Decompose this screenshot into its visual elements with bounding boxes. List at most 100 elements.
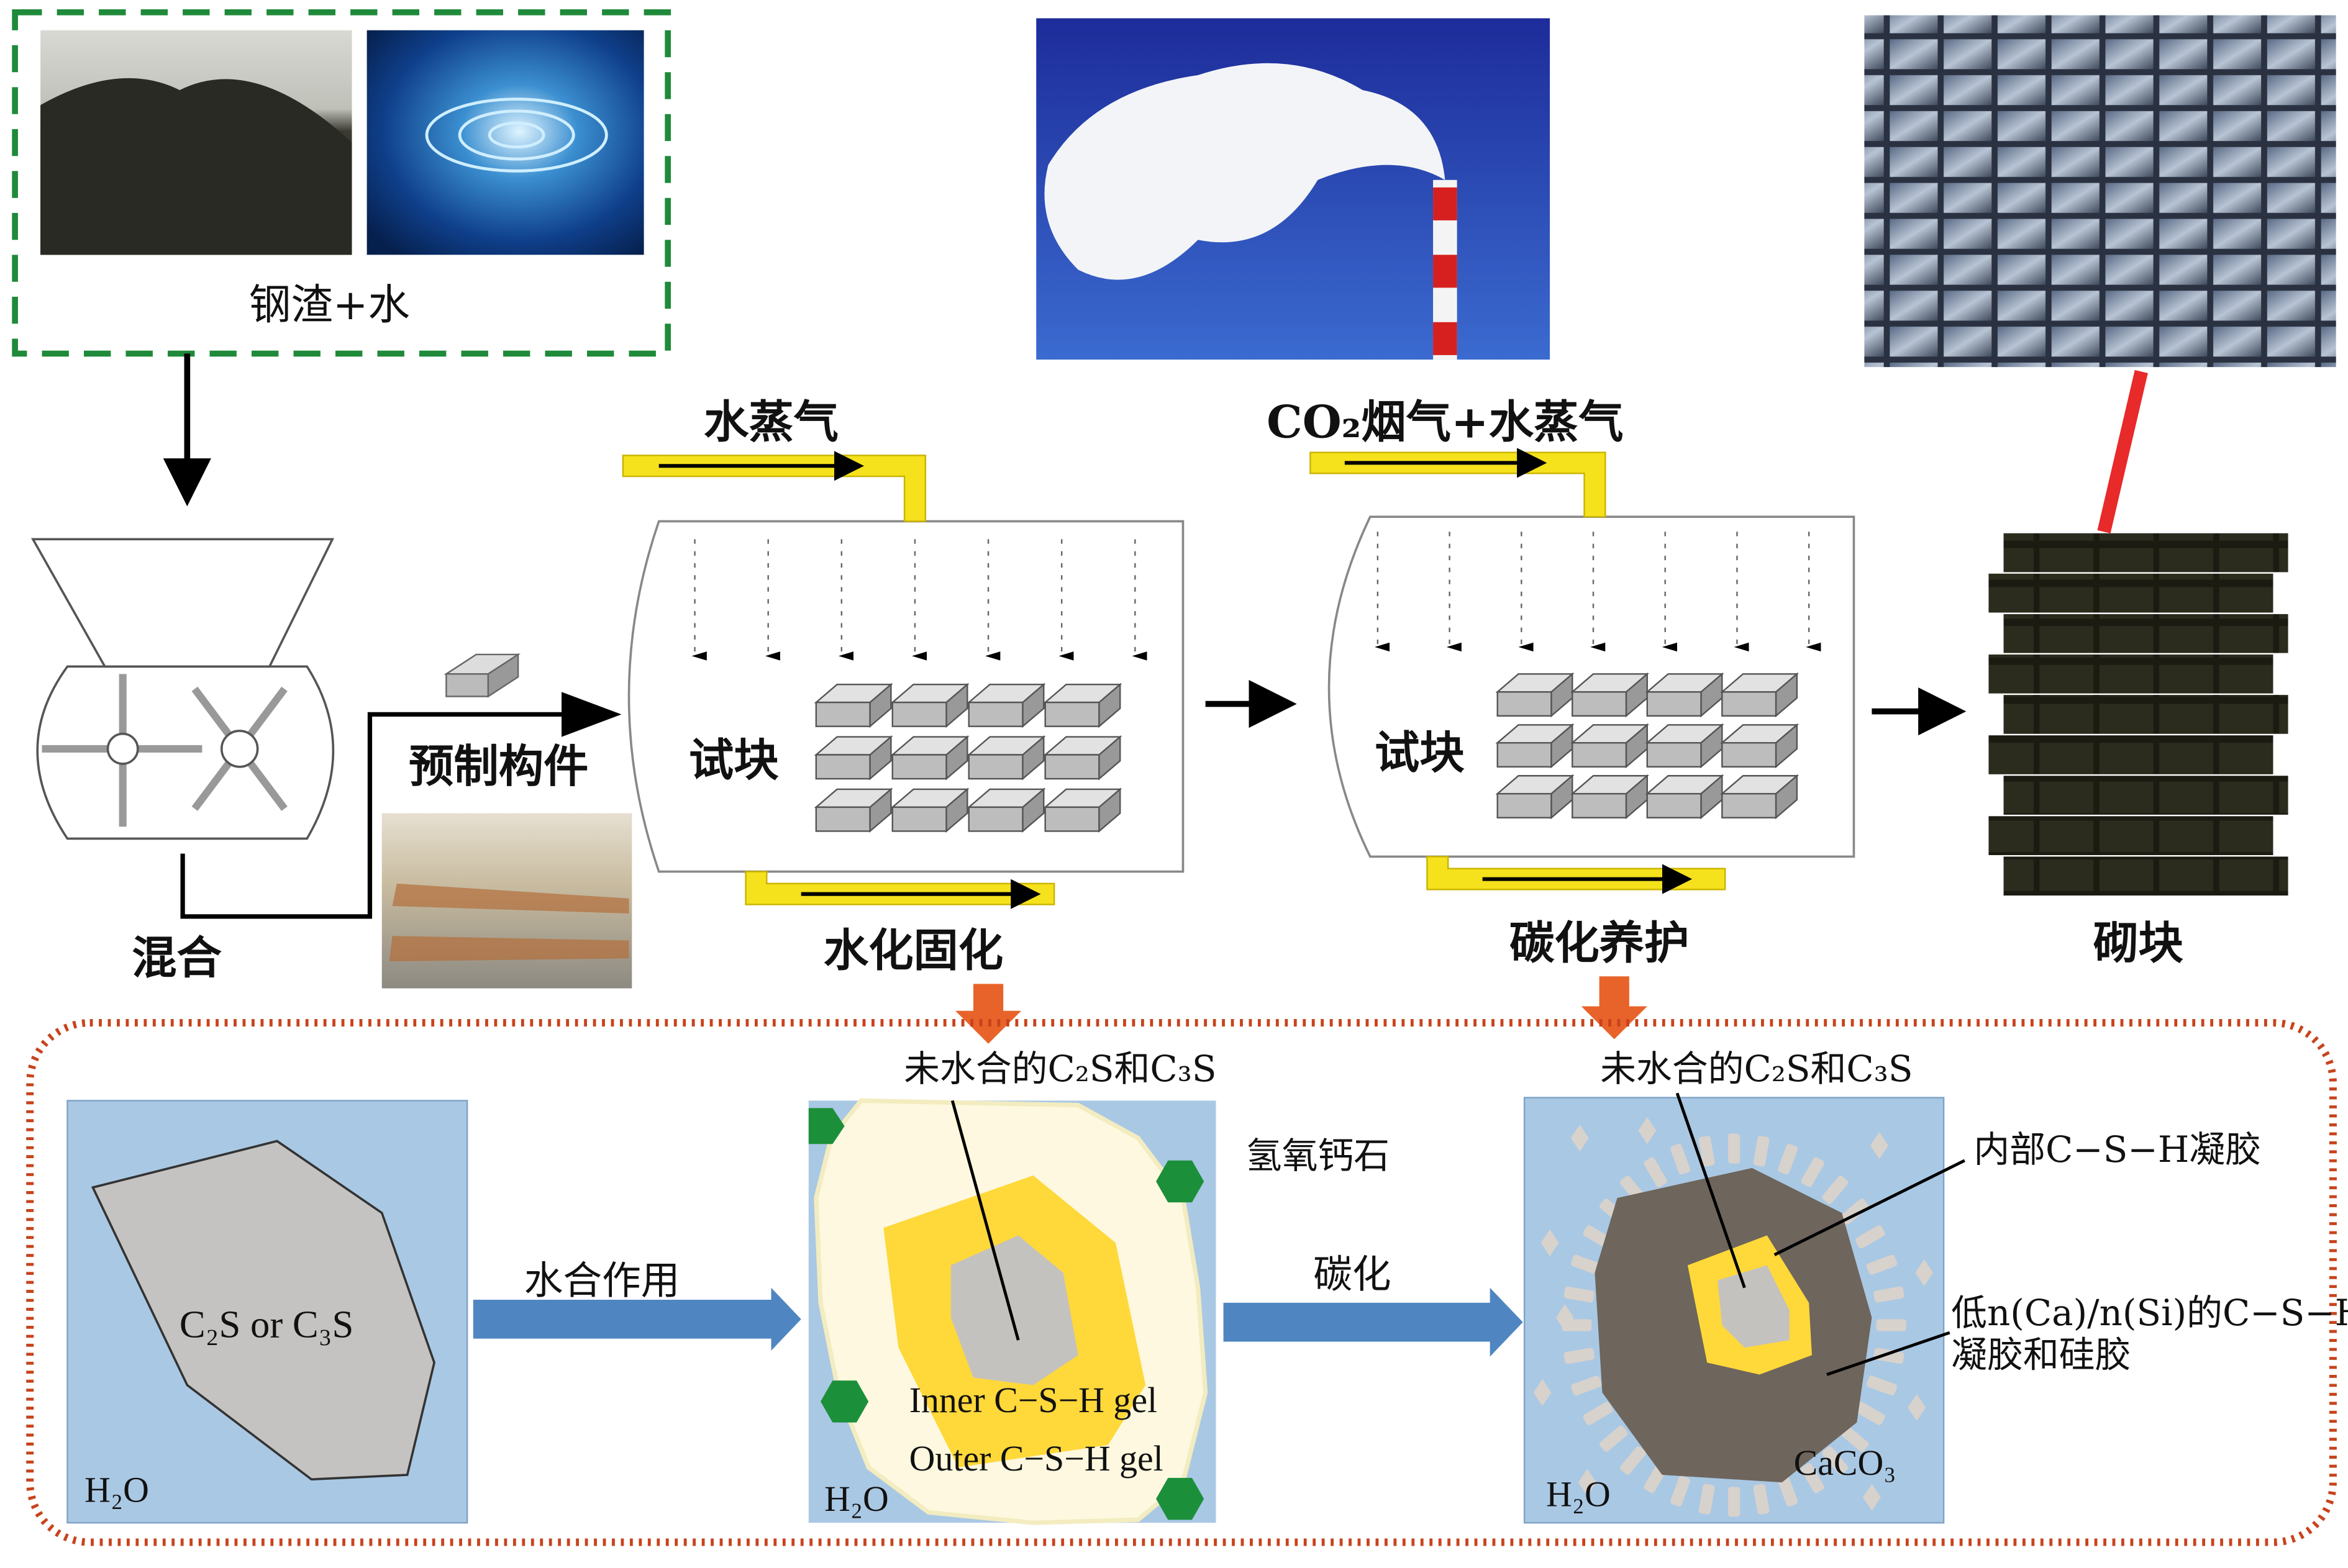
mechanism-dotted-box <box>26 1018 2337 1546</box>
water-label-3: H₂O <box>1546 1474 1611 1515</box>
mix-flow-line <box>180 712 599 919</box>
test-block <box>1495 723 1575 769</box>
test-block <box>967 735 1046 781</box>
test-block <box>1720 774 1800 820</box>
unhydrated-label-1: 未水合的C₂S和C₃S <box>904 1048 1216 1090</box>
brick-row <box>2003 776 2288 815</box>
brick-row <box>1988 573 2273 613</box>
test-block <box>967 682 1046 728</box>
caco3-crystal <box>1862 1484 1881 1511</box>
test-block-label-2: 试块 <box>1375 727 1465 779</box>
caco3-crystal <box>1822 1176 1849 1204</box>
chimney-icon <box>1433 179 1457 360</box>
brick-row <box>2003 695 2288 734</box>
caco3-crystal <box>1753 1136 1770 1167</box>
carbonation-chamber <box>1309 448 1855 894</box>
unhydrated-core-2 <box>1718 1265 1790 1348</box>
brick-row <box>2003 533 2288 573</box>
raw-materials-dashed-box <box>12 9 671 357</box>
mix-label: 混合 <box>132 931 222 984</box>
test-block <box>1570 723 1650 769</box>
test-block <box>1645 723 1724 769</box>
caco3-crystal <box>1698 1484 1715 1515</box>
test-block <box>1570 774 1650 820</box>
inner-gel-label: Inner C−S−H gel <box>909 1380 1157 1420</box>
product-label: 砌块 <box>2093 917 2183 969</box>
caco3-crystal <box>1801 1463 1824 1493</box>
caco3-crystal <box>1870 1131 1888 1159</box>
caco3-label: CaCO₃ <box>1794 1443 1896 1483</box>
test-block <box>814 735 893 781</box>
caco3-crystal <box>1840 1425 1869 1452</box>
mixer-icon <box>30 538 335 840</box>
test-block <box>814 682 893 728</box>
caco3-crystal <box>1873 1286 1904 1303</box>
red-connector-line <box>2097 369 2148 533</box>
test-block <box>1720 723 1800 769</box>
water-label-2: H₂O <box>824 1479 889 1519</box>
hydration-arrow <box>473 1287 801 1351</box>
caco3-crystal <box>1727 1487 1741 1517</box>
caco3-crystal <box>1855 1402 1885 1425</box>
test-block <box>1645 672 1724 718</box>
caco3-crystals <box>1533 1117 1934 1517</box>
core-pointer-line-1 <box>950 1100 1020 1341</box>
portlandite-label: 氢氧钙石 <box>1246 1135 1390 1177</box>
hydration-label: 水化固化 <box>824 924 1003 977</box>
caco3-crystal <box>1570 1124 1589 1152</box>
mineral-label: C₂S or C₃S <box>180 1302 354 1346</box>
caco3-crystal <box>1619 1446 1646 1475</box>
paving-photo <box>1864 15 2336 368</box>
water-photo <box>366 30 644 255</box>
test-block <box>1043 735 1122 781</box>
mineral-grain <box>91 1140 435 1481</box>
caco3-crystal <box>1599 1425 1628 1452</box>
test-block <box>967 787 1046 833</box>
hydration-chamber <box>622 451 1185 909</box>
orange-down-arrow-2 <box>1581 976 1647 1040</box>
brick-wall-icon <box>1988 533 2288 896</box>
carbonation-arrow <box>1223 1287 1523 1357</box>
inner-csh-label: 内部C−S−H凝胶 <box>1973 1128 2261 1171</box>
low-ratio-pointer <box>1826 1331 1950 1376</box>
portlandite-hexagons <box>808 1108 1204 1520</box>
slag-pile-shape <box>40 78 352 255</box>
flow-arrowhead <box>562 692 622 737</box>
caco3-crystal <box>1908 1394 1926 1421</box>
precast-block-icon <box>444 653 521 698</box>
core-pointer-line-2 <box>1675 1092 1746 1289</box>
test-block <box>1570 672 1650 718</box>
low-ratio-label-line1: 低n(Ca)/n(Si)的C−S−H <box>1951 1292 2348 1334</box>
molds-shape <box>389 883 629 962</box>
carbonation-label: 碳化养护 <box>1509 917 1689 969</box>
caco3-crystal <box>1563 1348 1595 1364</box>
test-block <box>814 787 893 833</box>
caco3-crystal <box>1727 1133 1741 1164</box>
caco3-crystal <box>1822 1446 1849 1475</box>
brick-row <box>1988 816 2273 856</box>
test-block <box>1495 672 1575 718</box>
test-block <box>1043 682 1122 728</box>
caco3-crystal <box>1866 1375 1898 1396</box>
caco3-crystal <box>1778 1144 1798 1175</box>
brick-row <box>2003 856 2288 896</box>
caco3-crystal <box>1855 1225 1885 1249</box>
caco3-crystal <box>1571 1375 1602 1396</box>
brick-row <box>1988 735 2273 774</box>
unhydrated-label-2: 未水合的C₂S和C₃S <box>1600 1048 1913 1090</box>
caco3-crystal <box>1753 1484 1770 1515</box>
test-block <box>1495 774 1575 820</box>
caco3-crystal <box>1533 1379 1552 1407</box>
caco3-crystal <box>1638 1117 1657 1144</box>
caco3-crystal <box>1876 1319 1906 1331</box>
brick-row <box>2003 614 2288 653</box>
caco3-crystal <box>1583 1402 1613 1425</box>
flue-gas-label: CO₂烟气+水蒸气 <box>1267 396 1623 448</box>
caco3-crystal <box>1866 1254 1898 1275</box>
raw-materials-label: 钢渣+水 <box>249 280 410 329</box>
test-block-label-1: 试块 <box>689 734 779 787</box>
water-label-1: H₂O <box>84 1469 149 1510</box>
caco3-crystal <box>1555 1304 1574 1331</box>
